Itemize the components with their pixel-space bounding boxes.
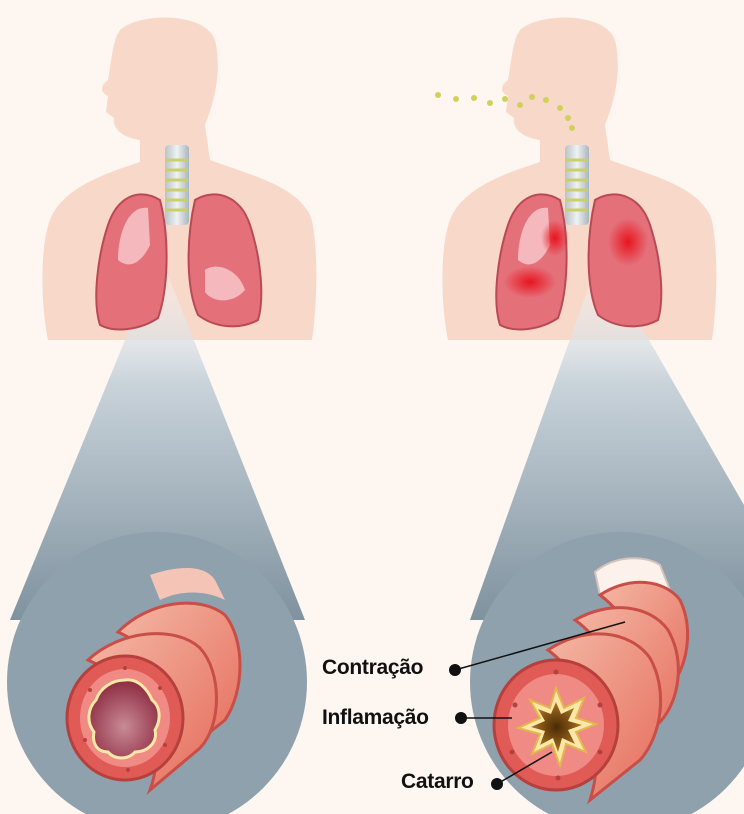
inflamed-spot [504,266,556,298]
inflammation-label: Inflamação [322,707,429,728]
asthma-panel [435,18,744,814]
contraction-label: Contração [322,657,423,678]
inflamed-spot [541,220,569,256]
healthy-panel [7,18,316,814]
airway-lumen [89,680,159,758]
trachea [565,145,589,225]
contraction-dot [449,664,461,676]
mucus-label: Catarro [401,771,474,792]
inflamed-spot [608,218,648,266]
mucus-dot [491,778,503,790]
trachea [165,145,189,225]
inflammation-dot [455,712,467,724]
